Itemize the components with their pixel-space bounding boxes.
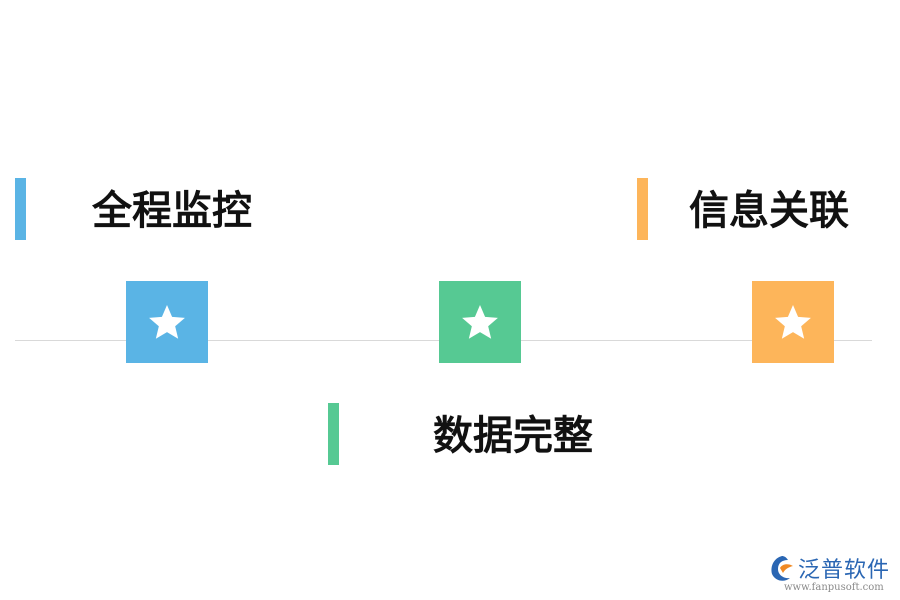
fanpu-logo-name: 泛普软件 <box>798 558 891 583</box>
accent-bar-1 <box>15 178 26 240</box>
accent-bar-2 <box>328 403 339 465</box>
feature-label-3: 信息关联 <box>689 188 849 234</box>
star-badge-1 <box>126 281 208 363</box>
feature-label-2: 数据完整 <box>433 413 593 459</box>
feature-label-1: 全程监控 <box>92 188 252 234</box>
accent-bar-3 <box>637 178 648 240</box>
star-badge-3 <box>752 281 834 363</box>
fanpu-logo-icon <box>771 556 793 581</box>
star-icon <box>462 305 498 339</box>
star-badge-2 <box>439 281 521 363</box>
fanpu-logo-url: www.fanpusoft.com <box>784 582 884 593</box>
fanpu-logo: 泛普软件 www.fanpusoft.com <box>768 550 896 598</box>
star-icon <box>149 305 185 339</box>
star-icon <box>775 305 811 339</box>
